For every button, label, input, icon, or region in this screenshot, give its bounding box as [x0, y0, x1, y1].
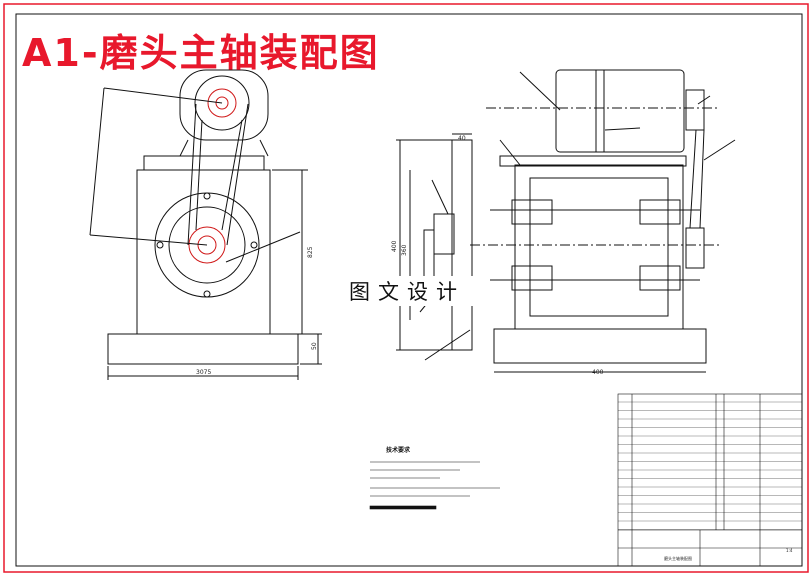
dim-width-left: 3075	[196, 369, 211, 376]
front-view	[89, 69, 322, 380]
spindle-housing	[514, 164, 684, 330]
belt-left	[187, 103, 197, 246]
dim-diameter-inner: 360	[401, 244, 408, 256]
sheet-border	[3, 3, 809, 573]
grinding-wheel	[451, 139, 473, 351]
right-base	[493, 328, 707, 364]
dim-width-right: 400	[592, 369, 604, 376]
notes-heading: 技术要求	[386, 446, 411, 454]
parts-rows	[618, 401, 802, 530]
sheet-scale: 1:4	[786, 548, 793, 553]
upper-pulley	[194, 75, 250, 131]
watermark-label: 图文设计	[338, 276, 476, 306]
dim-diameter-outer: 400	[391, 240, 398, 252]
bottom-pulley-right	[685, 227, 705, 269]
notes-block	[369, 461, 500, 510]
title-block	[617, 393, 803, 567]
section-view	[470, 69, 736, 373]
belt-right	[226, 103, 249, 246]
housing-top	[143, 155, 265, 171]
dim-base-left: 50	[311, 342, 318, 350]
drawing-name: 磨头主轴装配图	[664, 555, 692, 561]
drawing-title: A1-磨头主轴装配图	[22, 31, 380, 75]
motor-body	[179, 69, 269, 141]
dim-thickness: 40	[458, 135, 466, 142]
base-plate	[107, 333, 299, 365]
inner-frame	[15, 13, 803, 567]
dim-height-left: 825	[307, 246, 314, 258]
top-pulley-right	[685, 89, 705, 131]
right-motor	[555, 69, 685, 153]
